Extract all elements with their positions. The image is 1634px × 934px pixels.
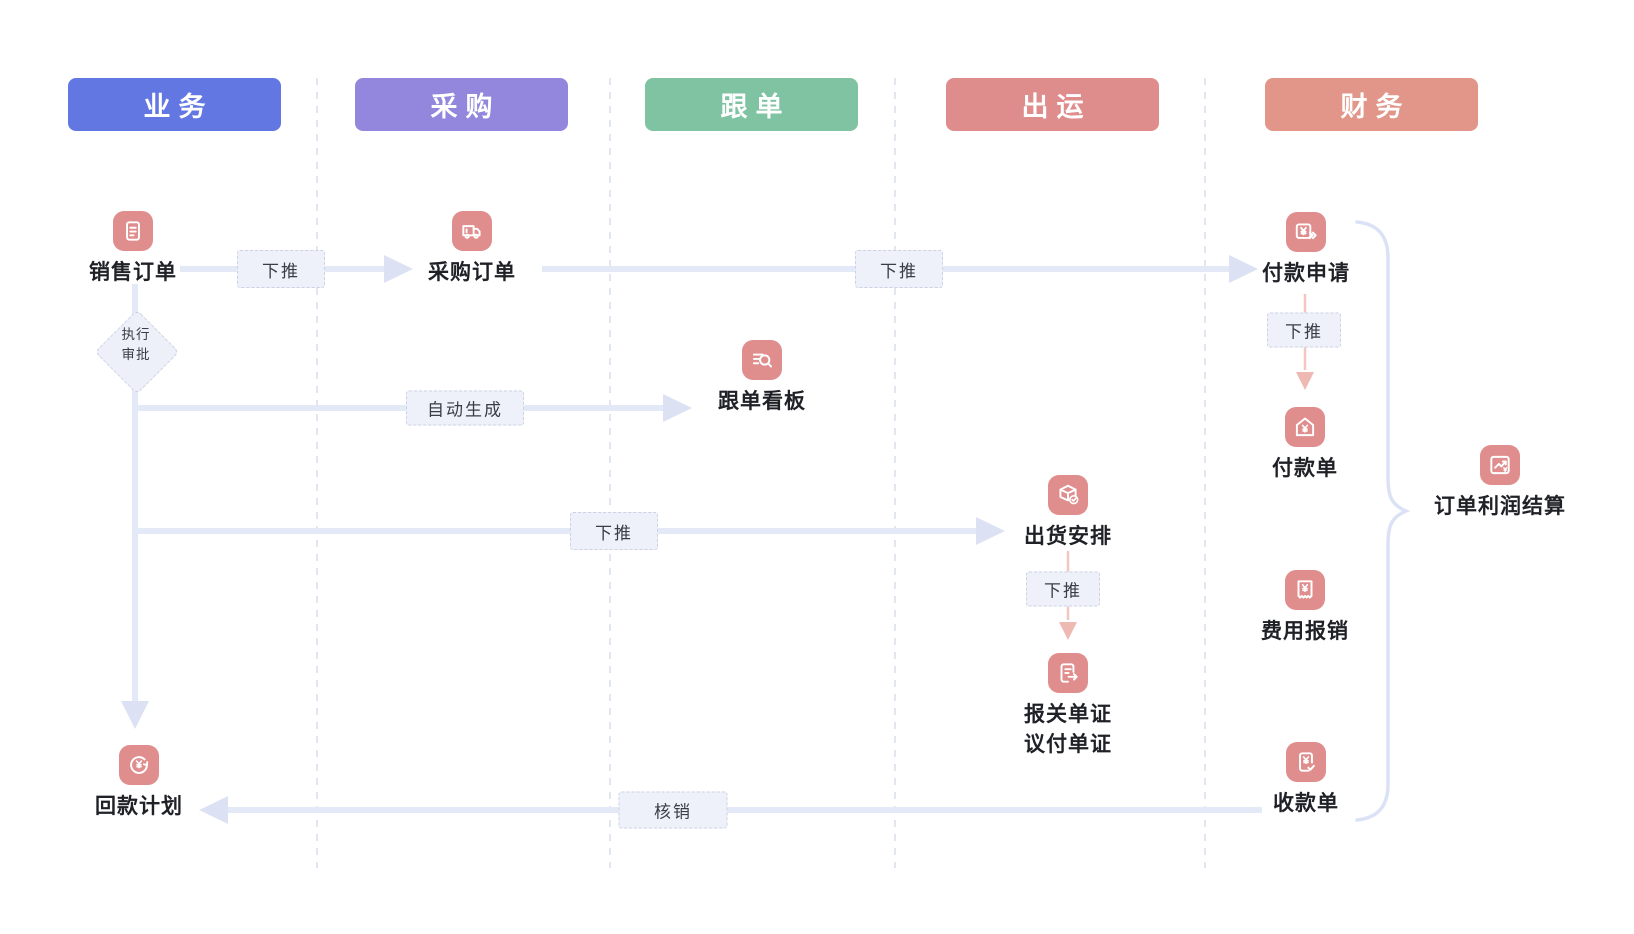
lane-header-procurement: 采购 [355, 78, 568, 131]
arrowhead-right-icon [384, 255, 413, 283]
node-label: 采购订单 [428, 261, 516, 284]
node-label: 付款单 [1272, 457, 1338, 480]
package-check-icon [1048, 475, 1088, 515]
lane-header-merchandising: 跟单 [645, 78, 858, 131]
edge-label-writeoff: 核销 [618, 791, 728, 829]
truck-icon [452, 211, 492, 251]
node-payment-request: 付款申请 [1236, 212, 1376, 288]
yuan-cycle-icon [119, 745, 159, 785]
node-label: 销售订单 [89, 261, 177, 284]
arrowhead-down-icon [1059, 622, 1077, 640]
arrowhead-right-icon [976, 517, 1005, 545]
list-search-icon [742, 340, 782, 380]
node-label: 报关单证 [1024, 703, 1112, 726]
node-sales-order: 销售订单 [63, 211, 203, 287]
node-payment-slip: 付款单 [1235, 407, 1375, 483]
edge-label-push-sales-to-shipping: 下推 [570, 512, 658, 550]
arrowhead-down-icon [1296, 372, 1314, 390]
edge-label-push-sales-to-purchase: 下推 [237, 250, 325, 288]
node-label: 付款申请 [1262, 262, 1350, 285]
node-expense-claim: 费用报销 [1235, 570, 1375, 646]
arrowhead-left-icon [199, 796, 228, 824]
edge-sales-to-tracking-board [135, 394, 692, 422]
decision-line1: 执行 [121, 327, 151, 342]
node-label: 出货安排 [1024, 525, 1112, 548]
lane-header-finance: 财务 [1265, 78, 1478, 131]
node-customs-docs: 报关单证 议付单证 [998, 653, 1138, 760]
node-label: 费用报销 [1261, 620, 1349, 643]
arrowhead-down-icon [121, 701, 149, 729]
decision-line2: 审批 [121, 346, 151, 362]
edge-label-push-shipping: 下推 [1026, 571, 1100, 607]
node-label: 订单利润结算 [1434, 495, 1566, 518]
main-arrows [121, 255, 1262, 824]
node-shipping-plan: 出货安排 [998, 475, 1138, 551]
edge-receipt-to-collection [199, 796, 1262, 824]
document-icon [113, 211, 153, 251]
receipt-yuan-icon [1285, 570, 1325, 610]
lane-dividers [316, 78, 1206, 868]
node-label: 收款单 [1273, 792, 1339, 815]
decision-approval-label: 执行 审批 [96, 325, 176, 364]
yuan-forward-icon [1286, 212, 1326, 252]
arrowhead-right-icon [663, 394, 692, 422]
edge-label-push-purchase-to-payment: 下推 [855, 250, 943, 288]
node-label-line2: 议付单证 [1024, 733, 1112, 757]
node-label: 跟单看板 [718, 390, 806, 413]
edge-sales-to-shipping-plan [135, 517, 1005, 545]
profit-chart-icon [1480, 445, 1520, 485]
node-purchase-order: 采购订单 [402, 211, 542, 287]
lane-header-business: 业务 [68, 78, 281, 131]
brace-to-profit-settlement [1355, 220, 1411, 822]
document-export-icon [1048, 653, 1088, 693]
node-collection-plan: 回款计划 [69, 745, 209, 821]
receipt-check-icon [1286, 742, 1326, 782]
edge-label-push-payment-request: 下推 [1267, 312, 1341, 348]
node-label: 回款计划 [95, 795, 183, 818]
node-profit-settlement: 订单利润结算 [1405, 445, 1595, 521]
node-receipt-slip: 收款单 [1236, 742, 1376, 818]
edge-label-auto-generate: 自动生成 [406, 390, 524, 426]
arrowhead-right-icon [1229, 255, 1258, 283]
node-tracking-board: 跟单看板 [692, 340, 832, 416]
lane-header-shipping: 出运 [946, 78, 1159, 131]
house-yuan-icon [1285, 407, 1325, 447]
